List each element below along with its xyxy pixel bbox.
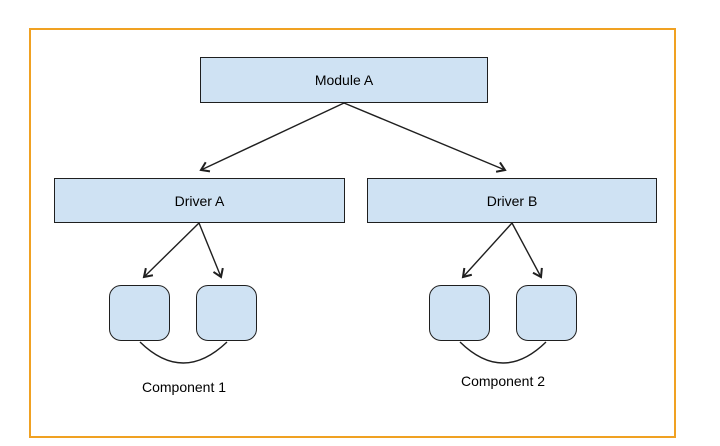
component-1-label: Component 1 <box>141 379 227 395</box>
component-2-shape-left <box>429 285 490 341</box>
node-driver-a-label: Driver A <box>174 192 225 209</box>
component-2-label: Component 2 <box>460 373 546 389</box>
component-2-shape-right <box>516 285 577 341</box>
node-driver-b: Driver B <box>367 178 657 223</box>
component-1-shape-right <box>196 285 257 341</box>
node-module-a-label: Module A <box>314 72 374 88</box>
orange-border-frame <box>29 28 676 438</box>
node-driver-a: Driver A <box>54 178 345 223</box>
node-module-a: Module A <box>200 57 488 103</box>
node-driver-b-label: Driver B <box>486 192 538 209</box>
component-1-shape-left <box>109 285 170 341</box>
